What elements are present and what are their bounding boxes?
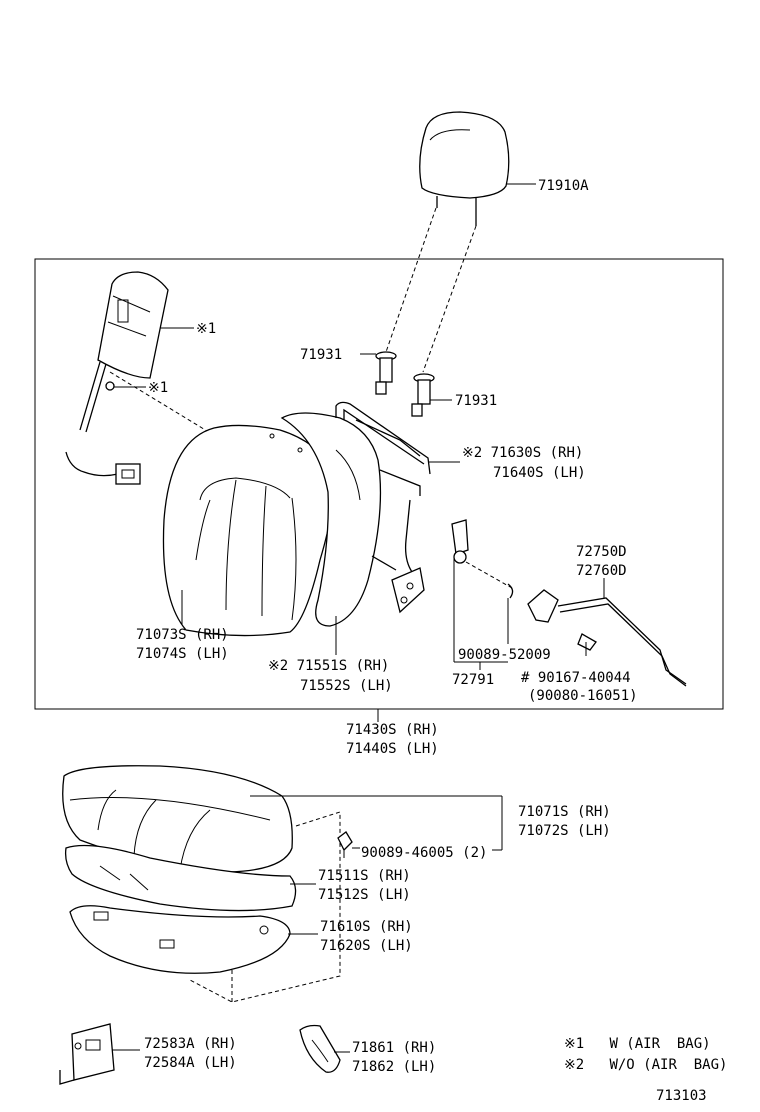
label-guide-upper: 71931 <box>300 347 342 363</box>
screw-part <box>577 633 597 651</box>
label-frame-lh: 71640S (LH) <box>493 465 586 481</box>
clip-part <box>507 583 514 599</box>
diagram-code: 713103 <box>656 1088 707 1104</box>
headrest-part <box>385 111 510 373</box>
label-cable-a: 72750D <box>576 544 627 560</box>
note-airbag: ※1 W (AIR BAG) <box>564 1036 711 1052</box>
label-back-assy-rh: 71430S (RH) <box>346 722 439 738</box>
harness-part <box>65 451 119 477</box>
label-airbag-unit: ※1 <box>196 321 216 337</box>
label-screw-a: # 90167-40044 <box>521 670 631 686</box>
label-cable-b: 72760D <box>576 563 627 579</box>
label-guide-lower: 71931 <box>455 393 497 409</box>
label-knob: 72791 <box>452 672 494 688</box>
label-cushion-cover-rh: 71071S (RH) <box>518 804 611 820</box>
label-screw-b: (90080-16051) <box>528 688 638 704</box>
seat-back-group-box <box>34 258 724 710</box>
label-back-cover-lh: 71074S (LH) <box>136 646 229 662</box>
cover-part <box>299 1024 341 1073</box>
seat-back-frame-part <box>335 401 431 614</box>
label-bracket-rh: 72583A (RH) <box>144 1036 237 1052</box>
label-frame-rh: ※2 71630S (RH) <box>462 445 583 461</box>
seat-cushion-cover-part <box>62 765 293 873</box>
seat-cushion-frame-part <box>69 905 291 974</box>
label-cushion-clip: 90089-46005 (2) <box>361 845 487 861</box>
seat-cushion-pad-part <box>64 844 297 912</box>
cushion-clip-part <box>337 831 353 852</box>
label-back-cover-rh: 71073S (RH) <box>136 627 229 643</box>
label-airbag-bolt: ※1 <box>148 380 168 396</box>
airbag-unit-part <box>79 271 169 433</box>
label-back-assy-lh: 71440S (LH) <box>346 741 439 757</box>
label-back-pad-lh: 71552S (LH) <box>300 678 393 694</box>
headrest-guide-upper-part <box>375 351 397 395</box>
label-cushion-pad-lh: 71512S (LH) <box>318 887 411 903</box>
label-cushion-pad-rh: 71511S (RH) <box>318 868 411 884</box>
seat-back-cover-part <box>162 424 335 637</box>
label-cushion-cover-lh: 71072S (LH) <box>518 823 611 839</box>
label-cover-rh: 71861 (RH) <box>352 1040 436 1056</box>
bracket-part <box>59 1023 115 1085</box>
note-no-airbag: ※2 W/O (AIR BAG) <box>564 1057 727 1073</box>
label-cushion-frame-rh: 71610S (RH) <box>320 919 413 935</box>
label-headrest: 71910A <box>538 178 589 194</box>
label-back-pad-rh: ※2 71551S (RH) <box>268 658 389 674</box>
label-clip: 90089-52009 <box>458 647 551 663</box>
label-cover-lh: 71862 (LH) <box>352 1059 436 1075</box>
headrest-guide-lower-part <box>411 373 435 417</box>
cable-part <box>527 589 687 687</box>
seat-back-pad-part <box>280 412 382 627</box>
label-bracket-lh: 72584A (LH) <box>144 1055 237 1071</box>
label-cushion-frame-lh: 71620S (LH) <box>320 938 413 954</box>
